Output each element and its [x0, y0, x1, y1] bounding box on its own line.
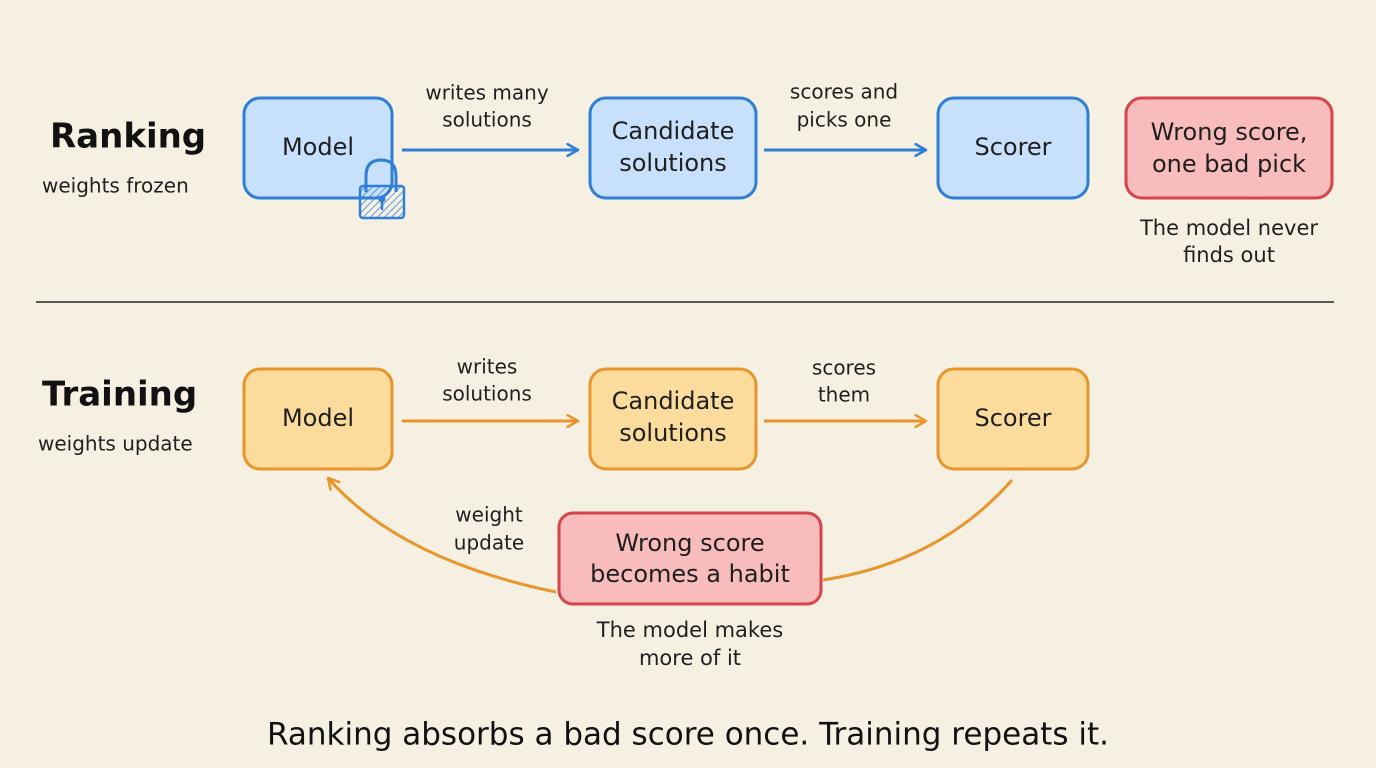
training-model-label: Model	[282, 404, 354, 432]
padlock-icon	[358, 158, 406, 220]
ranking-title: Ranking	[50, 117, 206, 157]
ranking-edge-scores-label-2: picks one	[797, 108, 892, 132]
training-candidates-label-1: Candidate	[612, 387, 735, 415]
ranking-edge-writes-label-1: writes many	[425, 81, 548, 105]
training-title: Training	[42, 375, 197, 415]
ranking-candidates-box	[588, 96, 758, 200]
ranking-candidates-node: Candidate solutions	[588, 96, 758, 200]
training-subtitle: weights update	[38, 432, 193, 456]
training-outcome-label-2: becomes a habit	[590, 560, 790, 588]
training-edge-scores-label-1: scores	[812, 356, 876, 380]
ranking-model-box	[242, 96, 394, 200]
training-model-box	[242, 367, 394, 471]
training-scorer-box	[936, 367, 1090, 471]
caption: Ranking absorbs a bad score once. Traini…	[267, 717, 1109, 753]
ranking-edge-writes-label-2: solutions	[442, 108, 532, 132]
training-edge-update-label-1: weight	[455, 503, 523, 527]
ranking-scorer-box	[936, 96, 1090, 200]
training-outcome-node: Wrong score becomes a habit	[557, 511, 823, 606]
training-edge-writes-label-1: writes	[457, 355, 518, 379]
ranking-scorer-label: Scorer	[974, 133, 1051, 161]
training-scorer-label: Scorer	[974, 404, 1051, 432]
training-edge-update-label-2: update	[454, 531, 524, 555]
ranking-note-1: The model never	[1139, 216, 1318, 240]
training-outcome-label-1: Wrong score	[615, 529, 764, 557]
training-model-node: Model	[242, 367, 394, 471]
ranking-candidates-label-2: solutions	[619, 149, 727, 177]
ranking-scorer-node: Scorer	[936, 96, 1090, 200]
training-loop-outcome-to-model	[328, 478, 557, 594]
training-outcome-box	[557, 511, 823, 606]
training-edge-writes-label-2: solutions	[442, 382, 532, 406]
training-candidates-label-2: solutions	[619, 419, 727, 447]
ranking-outcome-box	[1124, 96, 1334, 200]
training-scorer-node: Scorer	[936, 367, 1090, 471]
training-edge-scores-label-2: them	[818, 383, 870, 407]
training-note-2: more of it	[639, 646, 741, 670]
training-loop-scorer-to-outcome	[822, 479, 1014, 582]
ranking-outcome-node: Wrong score, one bad pick	[1124, 96, 1334, 200]
ranking-model-label: Model	[282, 133, 354, 161]
ranking-subtitle: weights frozen	[42, 174, 189, 198]
ranking-outcome-label-2: one bad pick	[1152, 150, 1306, 178]
ranking-outcome-label-1: Wrong score,	[1151, 118, 1308, 146]
training-candidates-box	[588, 367, 758, 471]
ranking-candidates-label-1: Candidate	[612, 117, 735, 145]
ranking-note-2: finds out	[1183, 243, 1275, 267]
ranking-model-node: Model	[242, 96, 394, 200]
training-note-1: The model makes	[596, 618, 783, 642]
training-candidates-node: Candidate solutions	[588, 367, 758, 471]
ranking-edge-scores-label-1: scores and	[790, 80, 898, 104]
